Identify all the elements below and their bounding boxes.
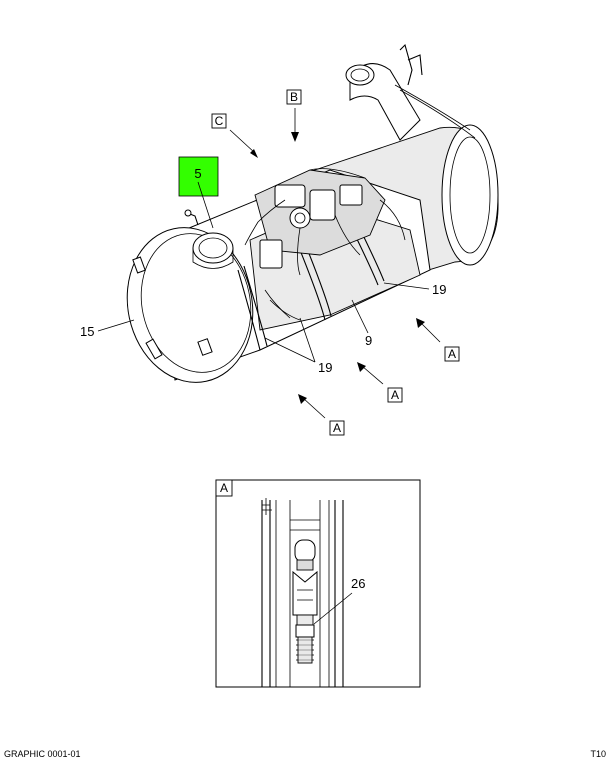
callout-19-right-label: 19 — [432, 282, 446, 297]
view-a-middle-label: A — [391, 388, 399, 402]
dpf-assembly — [126, 43, 499, 383]
page-code: T10 — [590, 749, 606, 759]
detail-a-label: A — [220, 481, 228, 495]
detail-view-a: A — [215, 479, 421, 688]
callout-9-label: 9 — [365, 333, 372, 348]
callout-26[interactable]: 26 — [313, 576, 365, 625]
figure-id: GRAPHIC 0001-01 — [4, 749, 81, 759]
view-a-bottom-label: A — [333, 421, 341, 435]
view-a-right[interactable]: A — [416, 318, 460, 362]
callout-19-bottom-label: 19 — [318, 360, 332, 375]
view-b[interactable]: B — [286, 89, 302, 142]
callout-5-label: 5 — [194, 166, 201, 181]
view-c-label: C — [215, 114, 224, 128]
callout-15-label: 15 — [80, 324, 94, 339]
callout-19-right[interactable]: 19 — [383, 282, 446, 297]
view-a-middle[interactable]: A — [357, 362, 403, 403]
callout-15[interactable]: 15 — [80, 319, 135, 339]
callout-5[interactable]: 5 — [178, 156, 219, 229]
highlight-box — [178, 156, 219, 197]
view-a-bottom[interactable]: A — [298, 394, 345, 436]
callout-19-bottom[interactable]: 19 — [264, 317, 332, 375]
callout-9[interactable]: 9 — [351, 299, 372, 348]
view-b-label: B — [290, 90, 298, 104]
callout-26-label: 26 — [351, 576, 365, 591]
view-c[interactable]: C — [211, 113, 258, 158]
view-a-right-label: A — [448, 347, 456, 361]
